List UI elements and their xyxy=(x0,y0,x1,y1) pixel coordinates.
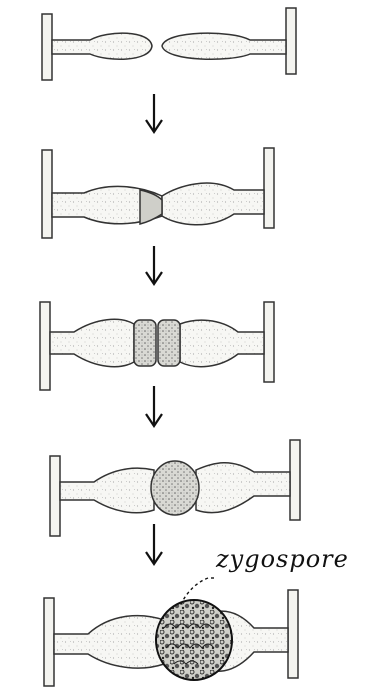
left-gametangium xyxy=(60,468,154,513)
left-hypha xyxy=(42,14,52,80)
right-hypha xyxy=(288,590,298,678)
right-gamete-cell xyxy=(158,320,180,366)
left-gametangium xyxy=(52,33,152,59)
right-gametangium xyxy=(180,320,264,366)
left-hypha xyxy=(40,302,50,390)
arrow-3 xyxy=(146,386,162,426)
right-hypha xyxy=(290,440,300,520)
stage-2 xyxy=(42,148,274,238)
right-hypha xyxy=(264,148,274,228)
left-hypha xyxy=(50,456,60,536)
left-gamete-cell xyxy=(134,320,156,366)
right-hypha xyxy=(286,8,296,74)
stage-1 xyxy=(42,8,296,80)
right-gametangium xyxy=(162,33,286,59)
left-gametangium xyxy=(54,616,164,668)
left-gametangium xyxy=(50,319,134,366)
right-gametangium xyxy=(162,183,264,225)
zygospore xyxy=(156,600,232,680)
left-hypha xyxy=(44,598,54,686)
right-gametangium xyxy=(196,463,290,513)
arrow-4 xyxy=(146,524,162,564)
zygospore-label: zygospore xyxy=(216,545,349,573)
stage-3 xyxy=(40,302,274,390)
arrow-2 xyxy=(146,246,162,284)
fused-cell xyxy=(151,461,199,515)
stage-4 xyxy=(50,440,300,536)
arrow-1 xyxy=(146,94,162,132)
right-hypha xyxy=(264,302,274,382)
stage-5 xyxy=(44,590,298,686)
left-hypha xyxy=(42,150,52,238)
